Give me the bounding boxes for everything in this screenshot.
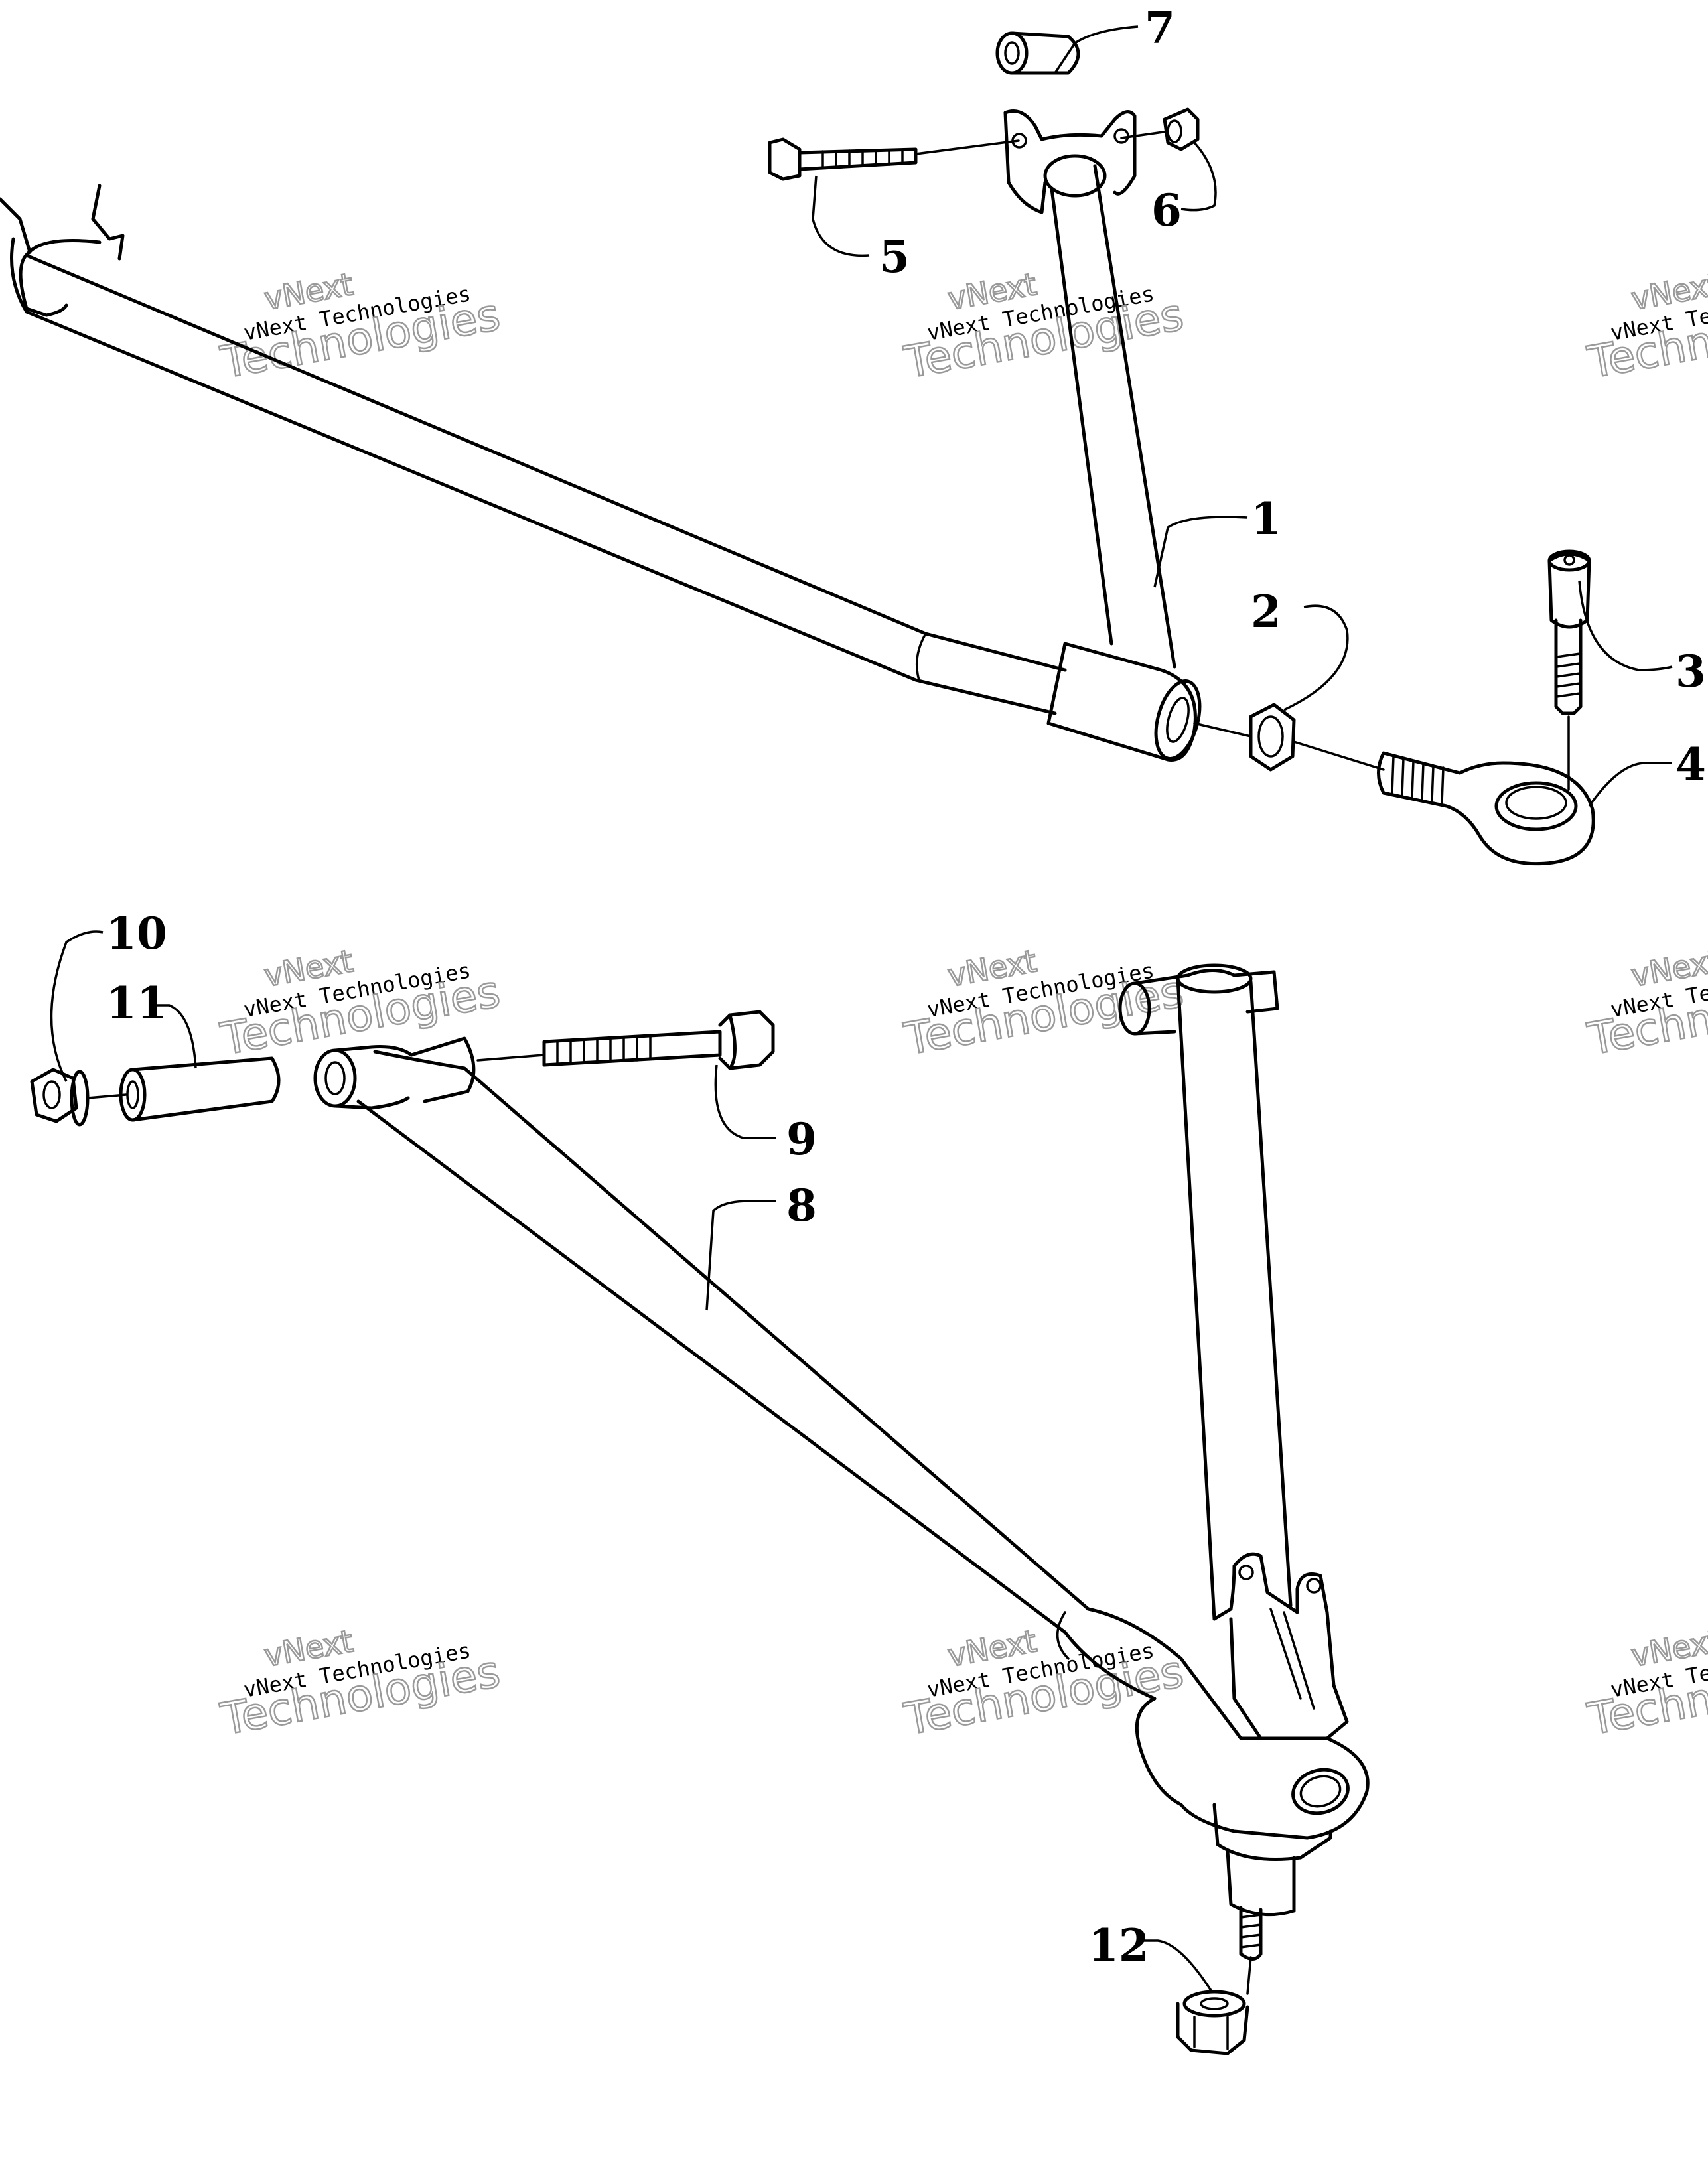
watermark: vNext vNext Technologies Technologies — [900, 1622, 1188, 1746]
watermark: vNext vNext Technologies Technologies — [900, 265, 1188, 389]
flange-nut-12 — [1176, 1990, 1249, 2055]
assembly-axis-upper — [1193, 722, 1385, 771]
lower-a-arm — [313, 963, 1370, 1995]
bushing-7 — [995, 31, 1080, 75]
callout-12: 12 — [1088, 1919, 1149, 1971]
watermark: vNext vNext Technologies Technologies — [1583, 265, 1708, 389]
callout-7: 7 — [1145, 2, 1175, 54]
spacer-11 — [119, 1056, 281, 1122]
callout-8: 8 — [786, 1180, 817, 1231]
watermark: vNext vNext Technologies Technologies — [900, 942, 1188, 1066]
callout-10: 10 — [106, 908, 167, 959]
bolt-5 — [768, 137, 1020, 181]
watermark: vNext vNext Technologies Technologies — [1583, 1622, 1708, 1746]
watermark-group: vNext vNext Technologies Technologies vN… — [216, 265, 1708, 1746]
upper-a-arm — [0, 109, 1202, 762]
callout-5: 5 — [879, 231, 910, 283]
callout-3: 3 — [1675, 646, 1706, 697]
leader-lines — [50, 25, 1673, 1991]
watermark: vNext vNext Technologies Technologies — [216, 1622, 504, 1746]
jam-nut-2 — [1249, 703, 1296, 772]
socket-bolt-3 — [1547, 549, 1591, 791]
watermark: vNext vNext Technologies Technologies — [216, 265, 504, 389]
watermark: vNext vNext Technologies Technologies — [216, 942, 504, 1066]
callout-6: 6 — [1151, 184, 1182, 236]
rod-end-4 — [1377, 751, 1595, 866]
callout-labels: 1 2 3 4 5 6 7 8 9 10 11 12 — [106, 2, 1706, 1971]
bolt-9 — [476, 1010, 775, 1070]
callout-11: 11 — [106, 977, 167, 1029]
callout-1: 1 — [1251, 493, 1281, 545]
nut-6 — [1120, 107, 1200, 151]
callout-4: 4 — [1675, 738, 1706, 790]
flange-nut-10 — [30, 1068, 127, 1127]
callout-2: 2 — [1251, 586, 1281, 638]
callout-9: 9 — [786, 1113, 817, 1165]
watermark: vNext vNext Technologies Technologies — [1583, 942, 1708, 1066]
